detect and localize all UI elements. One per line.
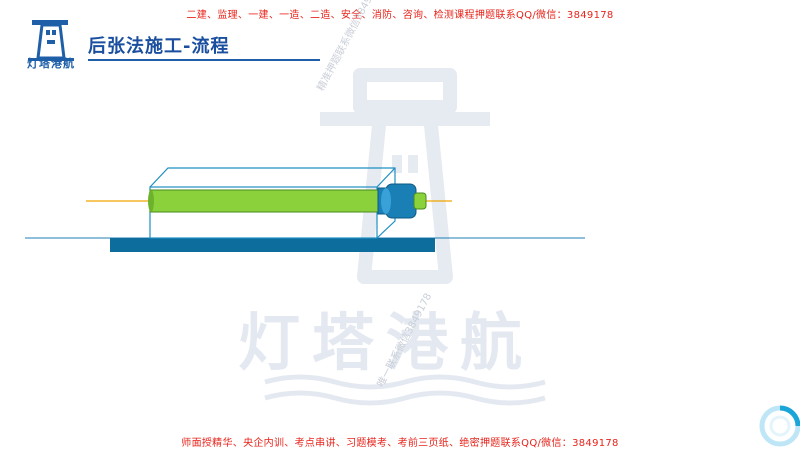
logo-text: 灯塔港航 xyxy=(27,57,75,70)
loading-spinner-icon xyxy=(759,405,800,447)
top-banner: 二建、监理、一建、一造、二造、安全、消防、咨询、检测课程押题联系QQ/微信：38… xyxy=(186,10,614,21)
slide-title: 后张法施工-流程 xyxy=(88,36,230,57)
pedestal xyxy=(110,238,435,252)
title-underline xyxy=(88,59,320,61)
bottom-banner: 师面授精华、央企内训、考点串讲、习题模考、考前三页纸、绝密押题联系QQ/微信：3… xyxy=(181,438,619,449)
jack-piston xyxy=(413,192,427,210)
watermark-brand-text: 灯塔港航 xyxy=(238,306,535,379)
post-tensioning-diagram xyxy=(25,167,585,252)
tendon-rod xyxy=(149,189,381,213)
watermark-waves-icon xyxy=(264,374,546,406)
watermark-lighthouse-icon xyxy=(320,68,490,284)
lighthouse-logo-icon xyxy=(28,20,74,61)
tendon-left-end xyxy=(148,190,154,212)
